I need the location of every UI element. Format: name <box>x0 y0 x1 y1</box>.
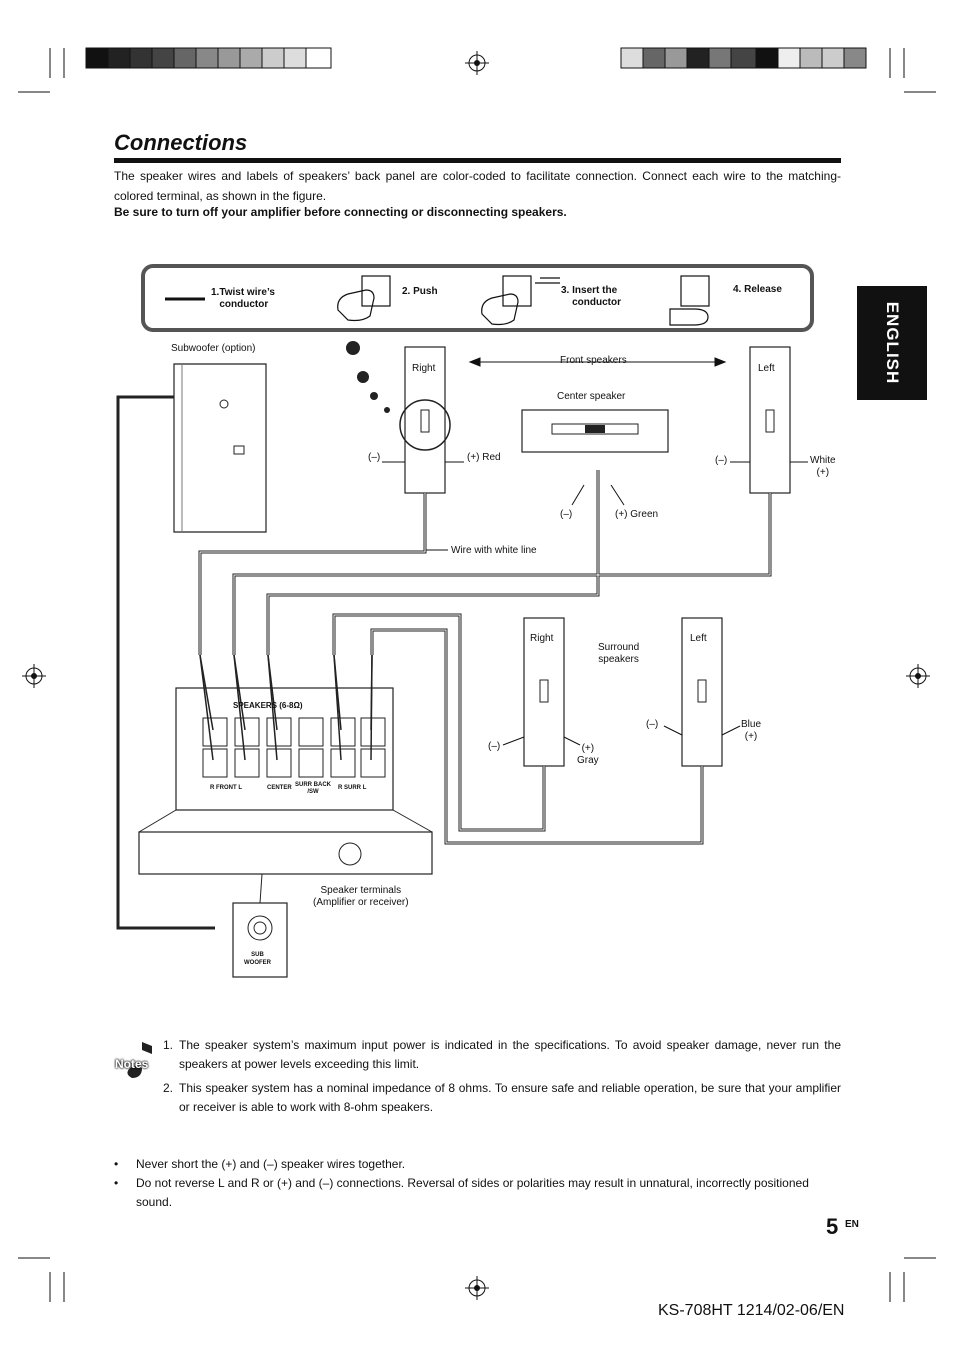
language-tab: ENGLISH <box>857 286 927 400</box>
front-right-label: Right <box>412 363 436 374</box>
note-2: 2.This speaker system has a nominal impe… <box>163 1081 841 1114</box>
hand-insert-icon <box>481 275 560 326</box>
surround-right-label: Right <box>530 633 554 644</box>
step-1-label: 1.Twist wire’s conductor <box>211 287 275 310</box>
hand-push-icon <box>337 275 391 322</box>
speakers-panel-label: SPEAKERS (6-8Ω) <box>233 701 303 710</box>
front-left-white-label: White(+) <box>810 455 836 478</box>
title-rule <box>114 158 841 163</box>
wire-white-line-label: Wire with white line <box>451 545 537 556</box>
notes-icon: Notes <box>114 1040 158 1084</box>
speaker-terminals-label: Speaker terminals (Amplifier or receiver… <box>313 885 409 908</box>
bullet-2: •Do not reverse L and R or (+) and (–) c… <box>114 1176 809 1209</box>
center-speaker-label: Center speaker <box>557 391 626 402</box>
note-1: 1.The speaker system’s maximum input pow… <box>163 1038 841 1071</box>
center-plus-green-label: (+) Green <box>615 509 659 520</box>
step-2-label: 2. Push <box>402 286 438 297</box>
surround-left-blue-label: Blue(+) <box>741 719 762 742</box>
surround-speakers-label: Surround speakers <box>598 642 640 665</box>
surround-right-minus-label: (–) <box>488 741 501 752</box>
step-4-label: 4. Release <box>733 284 782 295</box>
sub-woofer-jack-label: SUB WOOFER <box>244 952 271 966</box>
bullet-1: •Never short the (+) and (–) speaker wir… <box>114 1157 406 1171</box>
intro-paragraph: The speaker wires and labels of speakers… <box>114 169 841 203</box>
center-minus-label: (–) <box>560 509 573 520</box>
front-speakers-label: Front speakers <box>560 355 627 366</box>
notes-label: Notes <box>115 1057 149 1071</box>
surround-left-label: Left <box>690 633 707 644</box>
hand-release-icon <box>669 275 710 326</box>
terminal-surr-label: R SURR L <box>338 785 367 791</box>
surround-left-minus-label: (–) <box>646 719 659 730</box>
terminal-center-label: CENTER <box>267 785 292 791</box>
step-3-label: 3. Insert the conductor <box>561 285 622 308</box>
front-right-plus-red-label: (+) Red <box>467 452 501 463</box>
footer-code: KS-708HT 1214/02-06/EN <box>658 1302 845 1319</box>
front-right-minus-label: (–) <box>368 452 381 463</box>
front-left-label: Left <box>758 363 775 374</box>
subwoofer-label: Subwoofer (option) <box>171 343 256 354</box>
terminal-surr-back-label: SURR BACK /SW <box>295 782 331 795</box>
front-left-minus-label: (–) <box>715 455 728 466</box>
warning-text: Be sure to turn off your amplifier befor… <box>114 205 567 219</box>
surround-right-gray-label: (+)Gray <box>577 743 599 766</box>
page-number: 5 <box>826 1214 839 1239</box>
terminal-front-label: R FRONT L <box>210 785 243 791</box>
page-title: Connections <box>114 130 248 155</box>
page-suffix: EN <box>845 1219 859 1230</box>
